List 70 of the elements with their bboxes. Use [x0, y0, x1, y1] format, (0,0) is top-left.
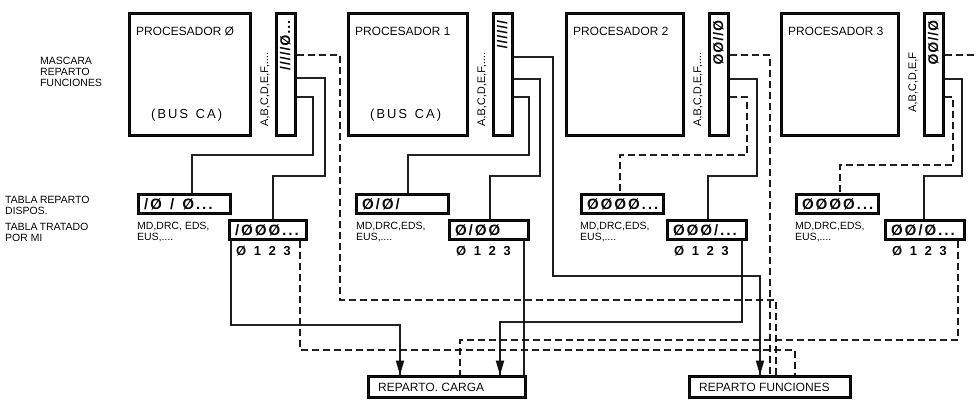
table-bits: /ØØØ...	[235, 224, 301, 237]
connector-line	[923, 78, 963, 219]
column-numbers: Ø 1 2 3	[456, 244, 511, 257]
connector-line	[272, 77, 326, 219]
connector-line	[523, 241, 525, 375]
function-list: MD,DRC,EDS, EUS,....	[580, 221, 665, 243]
mask-bits: //////	[496, 19, 509, 48]
connector-line	[230, 241, 404, 375]
processor-title: PROCESADOR 3	[788, 25, 884, 38]
side-label: TABLA REPARTO DISPOS.	[5, 195, 90, 217]
processor-box	[347, 12, 469, 137]
column-numbers: Ø 1 2 3	[236, 244, 291, 257]
connector-line	[707, 78, 758, 219]
table-box	[137, 193, 232, 215]
bus-label: (BUS CA)	[370, 107, 444, 120]
function-list: MD,DRC,EDS, EUS,....	[356, 221, 441, 243]
table-box	[580, 193, 665, 215]
connector-line	[619, 96, 748, 193]
channel-letters: A,B,C,D,E,F,....	[476, 52, 489, 126]
mask-bits: ØØ//Ø	[927, 19, 940, 64]
table-box	[884, 219, 966, 241]
table-bits: ØØ/Ø...	[891, 224, 957, 237]
mask-bar	[275, 12, 297, 137]
processor-box	[128, 12, 252, 137]
mask-bar	[708, 12, 730, 137]
table-box	[666, 219, 748, 241]
function-list: MD,DRC, EDS, EUS,....	[137, 221, 222, 243]
side-label: TABLA TRATADO POR MI	[5, 222, 90, 244]
table-bits: ØØØ/...	[673, 224, 739, 237]
table-box	[795, 193, 880, 215]
output-box	[367, 375, 527, 399]
table-box	[448, 219, 530, 241]
processor-box	[780, 12, 900, 137]
mask-bits: /////Ø...	[279, 19, 292, 70]
connector-line	[407, 96, 530, 193]
mask-bar	[492, 12, 514, 137]
connector-line	[730, 54, 771, 375]
connector-line	[459, 241, 959, 375]
channel-letters: A,B,C,D,E,F	[907, 52, 920, 112]
table-bits: ØØØØ...	[587, 198, 660, 211]
table-bits: Ø/ØØ	[455, 224, 502, 237]
side-label: MASCARA REPARTO FUNCIONES	[40, 56, 103, 89]
connector-line	[489, 78, 541, 219]
channel-letters: A,B,C,D,E,F,....	[259, 52, 272, 126]
processor-title: PROCESADOR Ø	[136, 25, 234, 38]
connector-line	[514, 56, 764, 375]
mask-bar	[923, 12, 945, 137]
connector-line	[191, 96, 314, 193]
box-title: REPARTO. CARGA	[378, 381, 484, 394]
column-numbers: Ø 1 2 3	[674, 244, 729, 257]
channel-letters: A,B,C,D,E,F,....	[692, 52, 705, 126]
mask-bits: ØØ//Ø	[712, 19, 725, 64]
function-list: MD,DRC,EDS, EUS,....	[795, 221, 880, 243]
column-numbers: Ø 1 2 3	[892, 244, 947, 257]
connector-line	[297, 54, 777, 375]
processor-title: PROCESADOR 2	[573, 25, 668, 38]
table-bits: ØØØØ...	[802, 198, 876, 211]
processor-box	[565, 12, 685, 137]
box-title: REPARTO FUNCIONES	[699, 381, 830, 394]
connector-line	[945, 54, 976, 56]
bus-label: (BUS CA)	[151, 107, 224, 120]
connector-line	[496, 241, 743, 375]
output-box	[688, 375, 852, 399]
table-box	[355, 193, 450, 215]
table-bits: /Ø / Ø...	[144, 198, 215, 211]
table-box	[228, 219, 308, 241]
connector-line	[299, 241, 796, 375]
processor-title: PROCESADOR 1	[355, 25, 450, 38]
table-bits: Ø/Ø/	[362, 198, 402, 211]
connector-line	[839, 96, 954, 193]
